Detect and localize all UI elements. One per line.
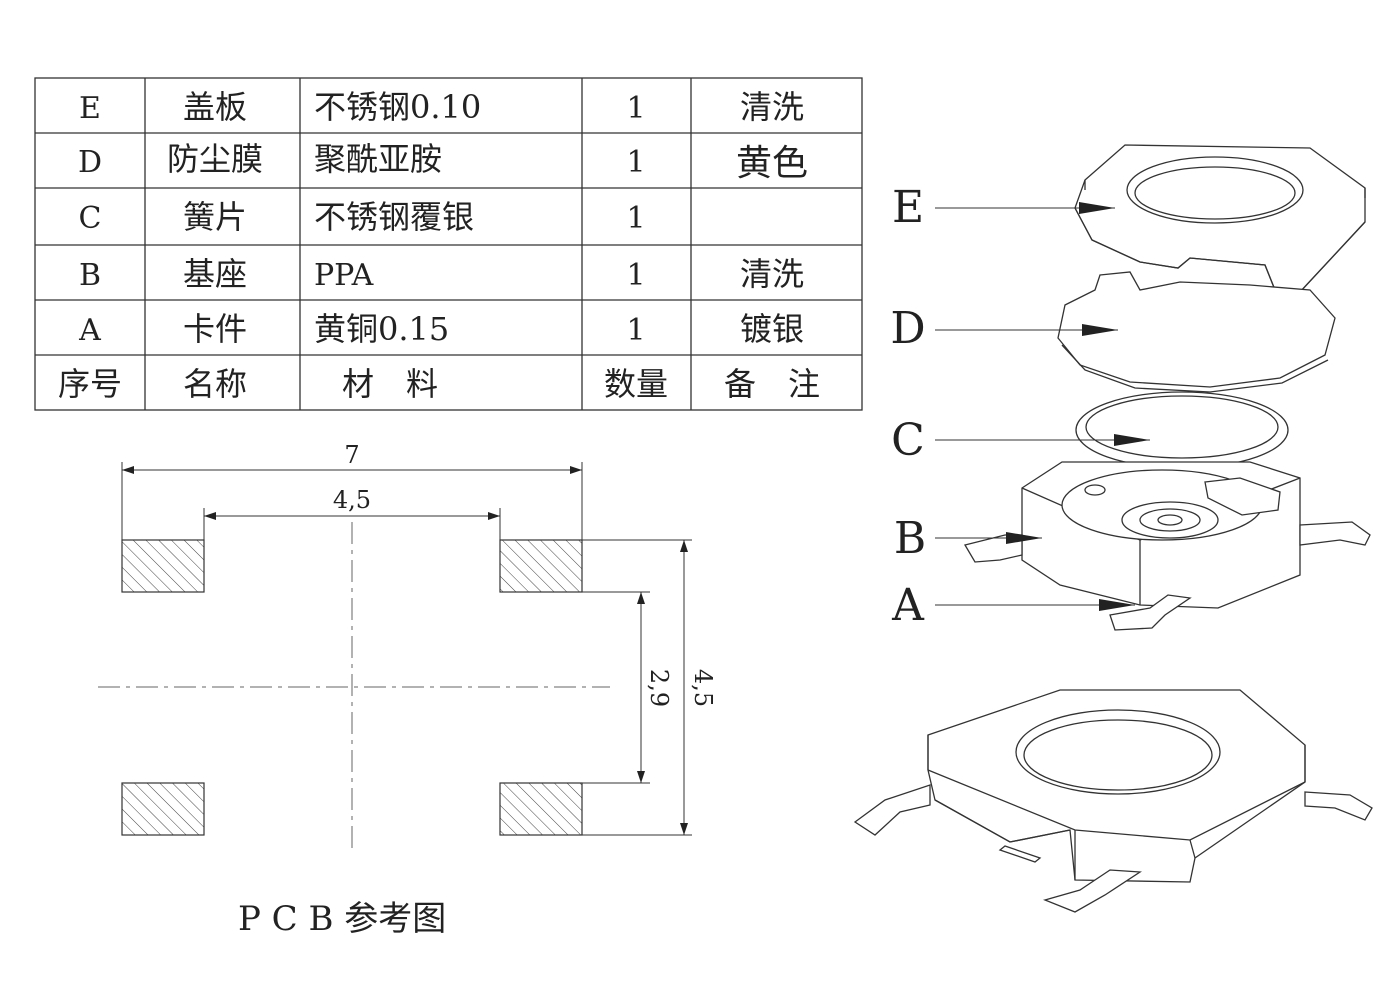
table-cell-seq: A	[78, 313, 101, 348]
table-cell-name: 防尘膜	[167, 140, 263, 178]
table-header-material: 材 料	[342, 365, 438, 403]
table-cell-qty: 1	[626, 313, 645, 348]
pcb-pad	[499, 782, 583, 836]
table-header-note: 备 注	[724, 365, 820, 403]
table-cell-qty: 1	[626, 145, 645, 180]
pcb-pad	[121, 782, 205, 836]
table-cell-note: 清洗	[740, 88, 804, 126]
dimension-label-outer-height: 4,5	[689, 669, 717, 707]
table-cell-material: 聚酰亚胺	[314, 140, 442, 178]
table-cell-note: 清洗	[740, 255, 804, 293]
dimension-label-inner-width: 4,5	[333, 486, 371, 514]
exploded-label-b: B	[894, 513, 926, 564]
base-b	[963, 461, 1371, 609]
table-cell-name: 卡件	[183, 310, 247, 348]
table-cell-name: 基座	[183, 255, 247, 293]
exploded-label-e: E	[892, 182, 924, 233]
table-cell-seq: B	[79, 258, 101, 293]
pcb-pad	[499, 539, 583, 593]
table-cell-material: 不锈钢覆银	[314, 198, 474, 236]
dimension-label-outer-width: 7	[344, 441, 359, 469]
assembled-switch-view	[853, 689, 1373, 913]
table-header-qty: 数量	[604, 365, 668, 403]
table-cell-material: 黄铜0.15	[314, 310, 449, 348]
table-header-seq: 序号	[58, 365, 122, 403]
cover-plate-e	[1074, 144, 1366, 293]
table-cell-name: 簧片	[183, 198, 247, 236]
table-cell-note: 黄色	[736, 143, 808, 184]
pcb-reference-drawing: 7 4,5 2,9 4,5 P C B 参考图	[98, 441, 717, 939]
exploded-label-c: C	[891, 415, 925, 466]
table-cell-material: 不锈钢0.10	[314, 88, 481, 126]
dust-film-d	[1057, 271, 1336, 393]
pcb-title: P C B 参考图	[238, 899, 446, 939]
table-cell-seq: E	[79, 91, 101, 126]
table-cell-seq: D	[78, 145, 102, 180]
table-cell-qty: 1	[626, 201, 645, 236]
clip-a	[1109, 594, 1192, 631]
table-cell-name: 盖板	[183, 88, 247, 126]
table-cell-material: PPA	[314, 258, 374, 293]
pcb-pad	[121, 539, 205, 593]
exploded-label-a: A	[891, 580, 925, 631]
table-header-name: 名称	[183, 365, 247, 403]
exploded-label-d: D	[890, 303, 925, 354]
table-cell-seq: C	[79, 201, 102, 236]
table-cell-qty: 1	[626, 91, 645, 126]
dimension-label-pad-gap: 2,9	[645, 669, 673, 707]
spring-dome-c	[1075, 391, 1289, 469]
table-cell-note: 镀银	[740, 310, 804, 348]
table-cell-qty: 1	[626, 258, 645, 293]
bom-table	[34, 77, 863, 411]
exploded-view	[935, 144, 1371, 631]
